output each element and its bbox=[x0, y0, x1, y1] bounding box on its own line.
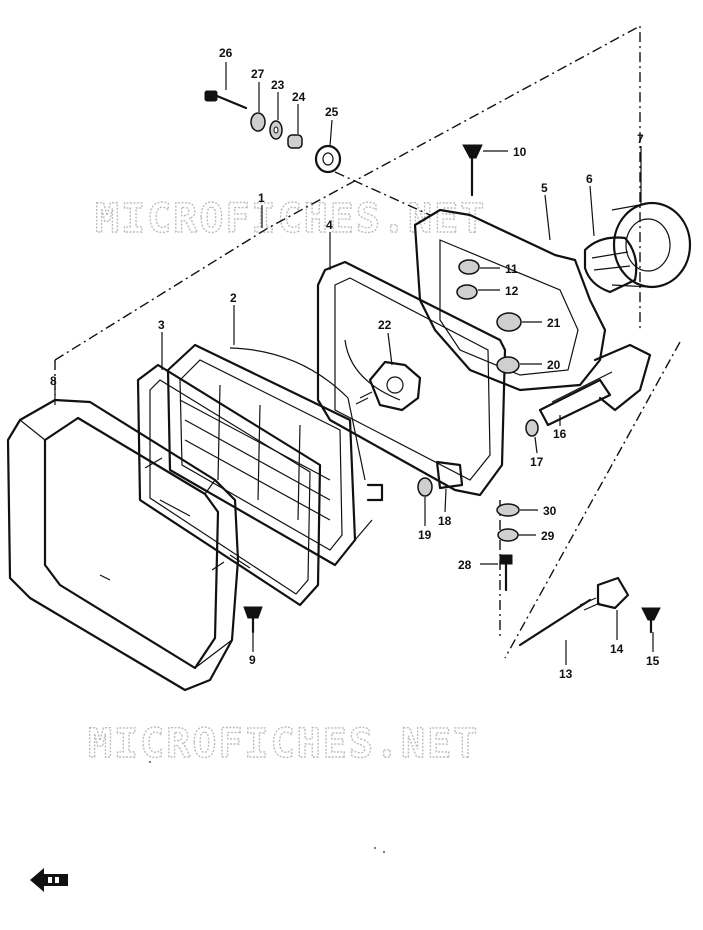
watermark-top: MICROFICHES.NET bbox=[95, 196, 486, 242]
washer-11 bbox=[458, 259, 480, 275]
label-part-11: 11 bbox=[505, 262, 518, 276]
washer-27 bbox=[250, 112, 266, 132]
spacer-24 bbox=[287, 134, 303, 149]
label-part-29: 29 bbox=[541, 529, 555, 543]
grommet-25 bbox=[314, 144, 342, 174]
label-part-4: 4 bbox=[326, 218, 333, 232]
label-part-23: 23 bbox=[271, 78, 285, 92]
screw-10 bbox=[462, 144, 483, 197]
sealed-beam-part bbox=[166, 343, 384, 567]
rim-part bbox=[6, 398, 240, 692]
label-part-20: 20 bbox=[547, 358, 561, 372]
socket-part bbox=[583, 236, 638, 294]
adjuster-screw-13 bbox=[518, 597, 601, 647]
label-part-14: 14 bbox=[610, 642, 624, 656]
washer-30 bbox=[496, 503, 520, 517]
scan-specks bbox=[149, 761, 385, 853]
label-part-7: 7 bbox=[637, 132, 644, 146]
label-part-30: 30 bbox=[543, 504, 557, 518]
label-part-19: 19 bbox=[418, 528, 432, 542]
label-part-8: 8 bbox=[50, 374, 57, 388]
nut-19 bbox=[417, 477, 433, 497]
screw-9 bbox=[243, 606, 263, 634]
label-part-12: 12 bbox=[505, 284, 519, 298]
adjuster-knob-14 bbox=[596, 576, 630, 610]
cover-part bbox=[611, 201, 692, 289]
washer-23 bbox=[269, 120, 283, 140]
label-part-16: 16 bbox=[553, 427, 567, 441]
cylinder-16 bbox=[538, 371, 613, 427]
label-part-27: 27 bbox=[251, 67, 265, 81]
leader-lines bbox=[54, 62, 654, 665]
mounting-frame-part bbox=[316, 260, 507, 497]
nut-29 bbox=[497, 528, 519, 542]
label-part-3: 3 bbox=[158, 318, 165, 332]
housing-bracket-part bbox=[413, 208, 652, 412]
label-part-25: 25 bbox=[325, 105, 339, 119]
cushion-21 bbox=[496, 312, 522, 332]
inner-frame-part bbox=[136, 363, 322, 607]
bolt-28 bbox=[499, 554, 513, 592]
label-part-2: 2 bbox=[230, 291, 237, 305]
label-part-18: 18 bbox=[438, 514, 452, 528]
front-direction-arrow-icon bbox=[30, 868, 68, 892]
label-part-26: 26 bbox=[219, 46, 233, 60]
label-part-24: 24 bbox=[292, 90, 306, 104]
bracket-18 bbox=[435, 460, 464, 490]
screw-15 bbox=[641, 607, 661, 634]
label-part-15: 15 bbox=[646, 654, 660, 668]
cushion-20 bbox=[496, 356, 520, 374]
label-part-22: 22 bbox=[378, 318, 392, 332]
nut-12 bbox=[456, 284, 478, 300]
label-part-9: 9 bbox=[249, 653, 256, 667]
part-labels: 26 27 23 24 25 1 2 3 8 4 5 6 7 10 11 12 … bbox=[50, 46, 660, 681]
label-part-28: 28 bbox=[458, 558, 472, 572]
label-part-1: 1 bbox=[258, 191, 265, 205]
label-part-17: 17 bbox=[530, 455, 544, 469]
label-part-21: 21 bbox=[547, 316, 561, 330]
nut-17 bbox=[525, 419, 539, 437]
label-part-10: 10 bbox=[513, 145, 527, 159]
watermark-bottom: MICROFICHES.NET bbox=[88, 721, 479, 767]
label-part-5: 5 bbox=[541, 181, 548, 195]
bulb-part bbox=[355, 360, 422, 412]
label-part-13: 13 bbox=[559, 667, 573, 681]
assembly-boundary-lines bbox=[54, 24, 681, 659]
bolt-26 bbox=[204, 90, 248, 110]
label-part-6: 6 bbox=[586, 172, 593, 186]
